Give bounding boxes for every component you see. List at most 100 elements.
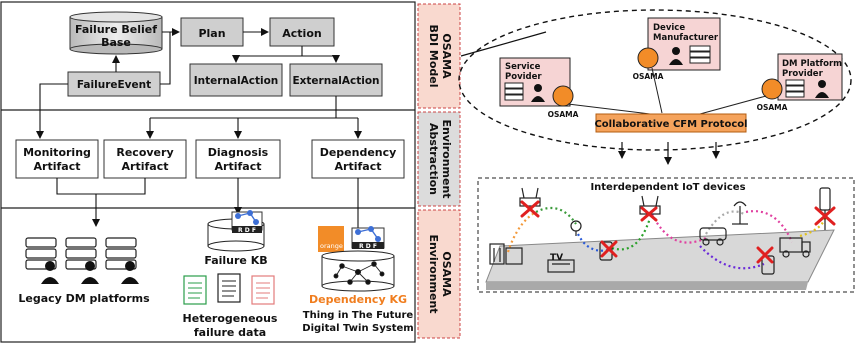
orange-logo-icon: orange: [318, 226, 344, 252]
osama-agent-icon: [552, 85, 574, 107]
thing-label-2: Digital Twin System: [302, 323, 413, 334]
left-architecture-panel: [0, 1, 416, 343]
orange-logo-text: orange: [320, 242, 343, 250]
osama-agent-icon: [761, 78, 783, 100]
action-label: Action: [282, 27, 321, 40]
bdi-model-layer: Failure Belief Base Plan Action Internal…: [67, 11, 383, 97]
legacy-dm-platforms: Legacy DM platforms: [18, 237, 150, 305]
server-icon: [25, 237, 137, 270]
failure-belief-base: Failure Belief Base: [69, 11, 163, 55]
dm-platform-provider-actor: DM Platform Provider OSAMA: [757, 53, 843, 112]
diagnosis-label-2: Artifact: [215, 160, 262, 173]
factory-icon: [489, 243, 523, 265]
osama-label-dm: OSAMA: [633, 72, 664, 81]
server-icon: [689, 45, 711, 64]
dependency-label-2: Artifact: [335, 160, 382, 173]
legacy-label: Legacy DM platforms: [18, 292, 150, 305]
server-icon: [504, 82, 524, 101]
rdf-text: R D F: [238, 227, 256, 234]
user-icon: [669, 47, 683, 65]
user-icon: [41, 261, 139, 284]
server-icon: [785, 79, 805, 98]
bdi-label-1: OSAMA: [440, 33, 453, 79]
dependency-kg-label: Dependency KG: [309, 293, 407, 306]
collaboration-section: Service Povider OSAMA Device Manufacture…: [458, 9, 852, 165]
bdi-model-layer-label: OSAMA BDI Model: [417, 3, 461, 109]
graph-network-icon: [333, 261, 385, 285]
failure-x-icon: [600, 240, 618, 258]
environment-abstraction-layer: Monitoring Artifact Recovery Artifact Di…: [15, 83, 405, 239]
iot-device-icons: [489, 187, 831, 275]
dependency-kg: orange R D F Dependency KG Thing in The …: [302, 226, 414, 334]
service-provider-label-2: Povider: [505, 72, 542, 82]
service-provider-label-1: Service: [505, 62, 541, 72]
document-icon: [183, 273, 275, 305]
env-abs-label-1: Environment: [440, 119, 453, 198]
device-manufacturer-actor: Device Manufacturer OSAMA: [633, 17, 721, 81]
rdf-logo-icon-2: R D F: [351, 226, 385, 250]
env-label-2: Environment: [427, 234, 440, 313]
recovery-artifact: Recovery Artifact: [103, 139, 187, 179]
dm-platform-label-1: DM Platform: [782, 59, 842, 69]
abstraction-arrows: [36, 83, 362, 239]
router-icon: [519, 187, 541, 207]
internal-action-label: InternalAction: [194, 75, 279, 87]
car-icon: [699, 227, 727, 246]
bdi-label-2: BDI Model: [427, 24, 440, 87]
iot-title: Interdependent IoT devices: [590, 182, 745, 193]
antenna-icon: [732, 201, 748, 225]
lightbulb-icon: [570, 220, 582, 236]
monitoring-label-1: Monitoring: [23, 146, 91, 159]
device-manufacturer-label-1: Device: [653, 23, 685, 33]
osama-env-layer-label: OSAMA Environment: [417, 209, 461, 339]
layer-labels: OSAMA BDI Model Environment Abstraction …: [417, 3, 461, 339]
dependency-artifact: Dependency Artifact: [311, 139, 405, 179]
dependency-label-1: Dependency: [320, 146, 397, 159]
belief-base-label-1: Failure Belief: [75, 23, 157, 36]
protocol-label: Collaborative CFM Protocol: [594, 119, 747, 130]
failure-kb: R D F Failure KB: [204, 210, 268, 267]
external-action-label: ExternalAction: [292, 75, 379, 87]
belief-base-label-2: Base: [101, 36, 131, 49]
traffic-light-icon: [819, 187, 831, 230]
collaboration-ellipse: [458, 9, 852, 151]
truck-icon: [779, 237, 811, 258]
iot-devices-section: Interdependent IoT devices: [477, 177, 855, 293]
failure-x-icon: [756, 246, 774, 264]
diagnosis-artifact: Diagnosis Artifact: [195, 139, 281, 179]
plan-box: Plan: [180, 17, 244, 47]
down-arrows: [618, 142, 720, 165]
failure-x-icon: [640, 206, 658, 222]
failure-kb-label: Failure KB: [204, 254, 267, 267]
hetero-label-1: Heterogeneous: [183, 312, 278, 325]
tv-label: TV: [550, 253, 563, 263]
user-icon: [531, 84, 545, 102]
protocol-links: [567, 67, 767, 115]
plan-label: Plan: [198, 27, 225, 40]
monitoring-label-2: Artifact: [34, 160, 81, 173]
failure-x-icon: [814, 206, 836, 226]
left-panel-frame: [0, 1, 416, 343]
diagnosis-label-1: Diagnosis: [208, 146, 269, 159]
dm-platform-label-2: Provider: [782, 69, 824, 79]
monitoring-artifact: Monitoring Artifact: [15, 139, 99, 179]
env-label-1: OSAMA: [440, 251, 453, 297]
osama-agent-icon: [637, 47, 659, 69]
heterogeneous-failure-data: Heterogeneous failure data: [183, 273, 278, 339]
device-manufacturer-label-2: Manufacturer: [653, 33, 719, 43]
service-provider-actor: Service Povider OSAMA: [499, 57, 579, 119]
bdi-arrows: [112, 28, 340, 85]
hetero-label-2: failure data: [194, 326, 266, 339]
recovery-label-1: Recovery: [116, 146, 173, 159]
osama-label-dmp: OSAMA: [757, 103, 788, 112]
osama-environment-layer: Legacy DM platforms R D F Failure KB: [18, 210, 414, 339]
failure-event-label: FailureEvent: [77, 79, 151, 91]
internal-action-box: InternalAction: [189, 63, 283, 97]
collaborative-cfm-protocol: Collaborative CFM Protocol: [594, 113, 748, 133]
env-abstraction-layer-label: Environment Abstraction: [417, 111, 461, 207]
failure-event-box: FailureEvent: [67, 71, 161, 97]
external-action-box: ExternalAction: [289, 63, 383, 97]
tv-icon: [547, 259, 575, 273]
failure-x-icon: [520, 200, 540, 218]
thing-label-1: Thing in The Future: [303, 310, 414, 321]
